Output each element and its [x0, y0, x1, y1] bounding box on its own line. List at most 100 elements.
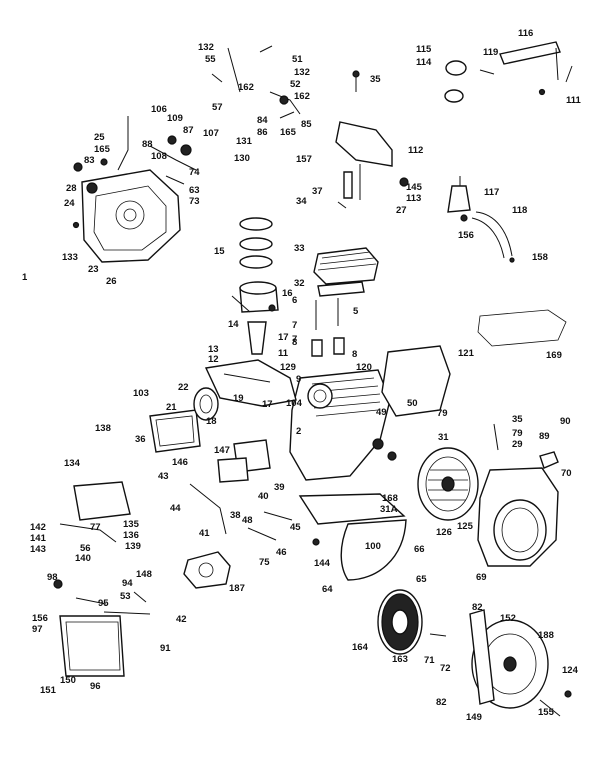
callout: 19 — [233, 393, 244, 404]
callout: 103 — [133, 388, 149, 399]
callout: 56 — [80, 543, 91, 554]
piston-rings — [231, 217, 279, 355]
callout: 5 — [353, 306, 359, 317]
callout: 152 — [500, 613, 516, 624]
callout: 75 — [259, 557, 270, 568]
blower-housing — [477, 423, 559, 567]
callout: 2 — [296, 426, 301, 437]
callout: 100 — [365, 541, 381, 552]
callout: 71 — [424, 655, 435, 666]
callout: 79 — [437, 408, 448, 419]
callout: 106 — [151, 104, 167, 115]
callout: 16 — [282, 288, 293, 299]
callout: 89 — [539, 431, 550, 442]
callout: 144 — [314, 558, 331, 569]
callout: 8 — [352, 349, 357, 360]
callout: 52 — [290, 79, 301, 90]
callout: 70 — [561, 468, 572, 479]
callout: 131 — [236, 136, 253, 147]
callout: 32 — [294, 278, 305, 289]
callout: 49 — [376, 407, 387, 418]
callout: 36 — [135, 434, 146, 445]
callout: 143 — [30, 544, 46, 555]
callout: 63 — [189, 185, 200, 196]
callout: 69 — [476, 572, 487, 583]
callout: 130 — [234, 153, 250, 164]
control-bracket — [335, 70, 409, 209]
callout: 187 — [229, 583, 245, 594]
callout: 118 — [512, 205, 527, 216]
cylinder-head — [311, 247, 379, 357]
callout: 116 — [518, 28, 533, 39]
callout: 136 — [123, 530, 139, 541]
callout: 21 — [166, 402, 177, 413]
callout: 77 — [90, 522, 101, 533]
callout: 44 — [170, 503, 181, 514]
callout: 132 — [294, 67, 310, 78]
muffler-box — [53, 481, 151, 677]
callout: 22 — [178, 382, 189, 393]
callout: 132 — [198, 42, 214, 53]
callout: 188 — [538, 630, 554, 641]
callout: 48 — [242, 515, 253, 526]
callout: 11 — [278, 348, 289, 359]
callout: 15 — [214, 246, 225, 257]
engine-block — [204, 345, 451, 481]
base-plate — [298, 493, 407, 581]
callout: 120 — [356, 362, 372, 373]
callout: 96 — [90, 681, 101, 692]
callout: 135 — [123, 519, 140, 530]
callout: 50 — [407, 398, 418, 409]
callout: 84 — [257, 115, 268, 126]
callout: 7 — [292, 334, 297, 345]
callout: 27 — [396, 205, 407, 216]
callout: 107 — [203, 128, 219, 139]
callout: 168 — [382, 493, 398, 504]
callout: 138 — [95, 423, 111, 434]
callout: 129 — [280, 362, 296, 373]
callout: 85 — [301, 119, 312, 130]
callout: 162 — [294, 91, 310, 102]
callout: 66 — [414, 544, 425, 555]
callout: 41 — [199, 528, 210, 539]
callout: 156 — [458, 230, 474, 241]
callout: 124 — [562, 665, 579, 676]
callout: 53 — [120, 591, 131, 602]
callout: 35 — [370, 74, 381, 85]
callout: 98 — [47, 572, 58, 583]
callout: 141 — [30, 533, 47, 544]
callout: 23 — [88, 264, 99, 275]
callout: 40 — [258, 491, 269, 502]
callout: 111 — [566, 95, 582, 106]
callout: 148 — [136, 569, 152, 580]
governor-linkage — [117, 45, 301, 185]
drive-wheel — [377, 589, 423, 655]
callout: 149 — [466, 712, 482, 723]
callout: 55 — [205, 54, 216, 65]
engine-side-cover — [72, 158, 181, 263]
callout: 86 — [257, 127, 268, 138]
callout: 45 — [290, 522, 301, 533]
callout: 42 — [176, 614, 187, 625]
callout: 88 — [142, 139, 153, 150]
callout: 8 — [292, 337, 297, 348]
callout: 157 — [296, 154, 312, 165]
callout: 74 — [189, 167, 200, 178]
callout: 35 — [512, 414, 523, 425]
callout: 104 — [286, 398, 303, 409]
callout: 51 — [292, 54, 303, 65]
callout: 24 — [64, 198, 75, 209]
callout: 140 — [75, 553, 91, 564]
callout: 113 — [406, 193, 421, 204]
page-marker: 1 — [22, 272, 28, 283]
callout: 156 — [32, 613, 48, 624]
callout: 139 — [125, 541, 141, 552]
callout: 82 — [472, 602, 483, 613]
callout: 82 — [436, 697, 447, 708]
callout: 87 — [183, 125, 194, 136]
callout: 25 — [94, 132, 105, 143]
callout: 125 — [457, 521, 474, 532]
callout: 115 — [416, 44, 432, 55]
callout: 34 — [296, 196, 307, 207]
